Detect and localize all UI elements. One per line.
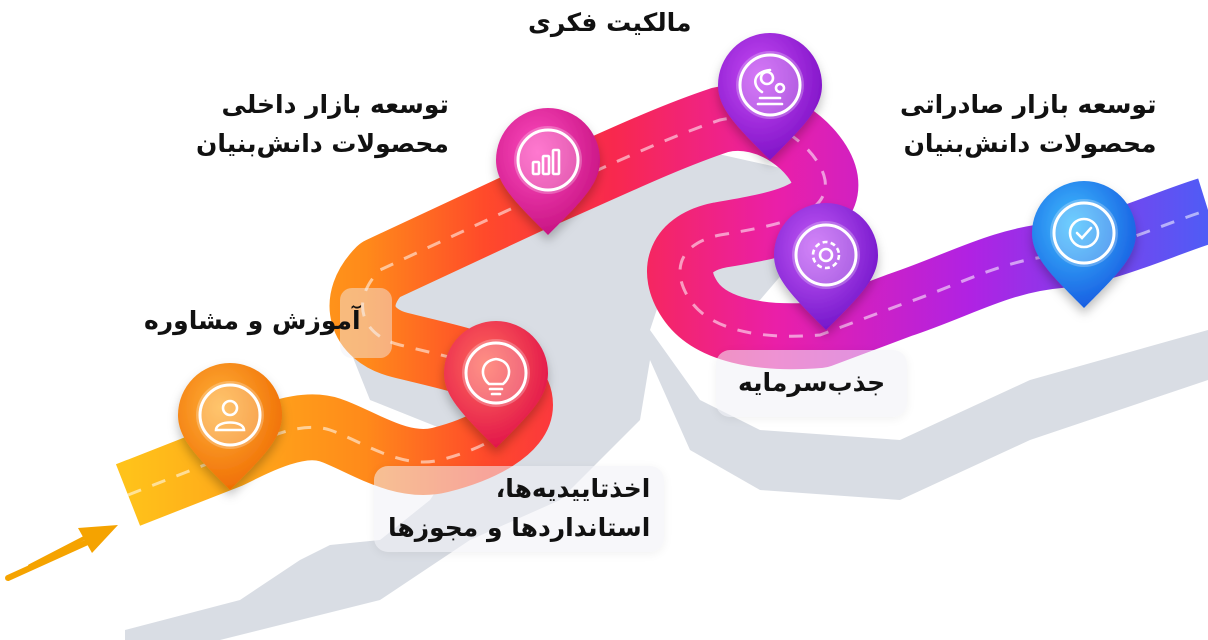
check-circle-icon xyxy=(1068,217,1100,249)
label-line: محصولات دانش‌بنیان xyxy=(196,128,449,158)
label-line: استانداردها و مجوزها xyxy=(388,512,651,542)
road-side-wall xyxy=(125,150,1208,640)
label-training: آموزش و مشاوره xyxy=(144,302,361,341)
start-arrow-icon xyxy=(5,525,118,581)
lightbulb-gears-icon xyxy=(754,68,786,106)
label-export-market: توسعه بازار صادراتی محصولات دانش‌بنیان xyxy=(900,86,1156,164)
label-line: مالکیت فکری xyxy=(528,8,692,37)
training-label-glass xyxy=(340,288,392,358)
pin-investment xyxy=(774,203,878,330)
label-domestic-market: توسعه بازار داخلی محصولات دانش‌بنیان xyxy=(196,86,449,164)
label-line: توسعه بازار صادراتی xyxy=(900,90,1157,119)
label-line: آموزش و مشاوره xyxy=(144,306,361,335)
pin-standards xyxy=(444,321,548,448)
label-line: محصولات دانش‌بنیان xyxy=(903,128,1157,158)
pin-intellectual-property xyxy=(718,33,822,160)
pin-domestic-market xyxy=(496,108,600,235)
label-standards: اخذ‌تاییدیه‌ها، استانداردها و مجوزها xyxy=(374,466,665,552)
bar-chart-icon xyxy=(531,148,561,176)
road-center-line xyxy=(127,116,1208,497)
lightbulb-icon xyxy=(481,357,511,396)
label-line: اخذ‌تاییدیه‌ها، xyxy=(495,474,651,503)
gear-icon xyxy=(811,240,841,270)
user-icon xyxy=(214,399,246,432)
pin-export-market xyxy=(1032,181,1136,308)
label-investment: جذب‌سرمایه xyxy=(716,350,908,417)
label-line: توسعه بازار داخلی xyxy=(221,90,449,119)
pin-training xyxy=(178,363,282,490)
label-intellectual-property: مالکیت فکری xyxy=(528,4,692,43)
label-line: جذب‌سرمایه xyxy=(738,368,886,397)
